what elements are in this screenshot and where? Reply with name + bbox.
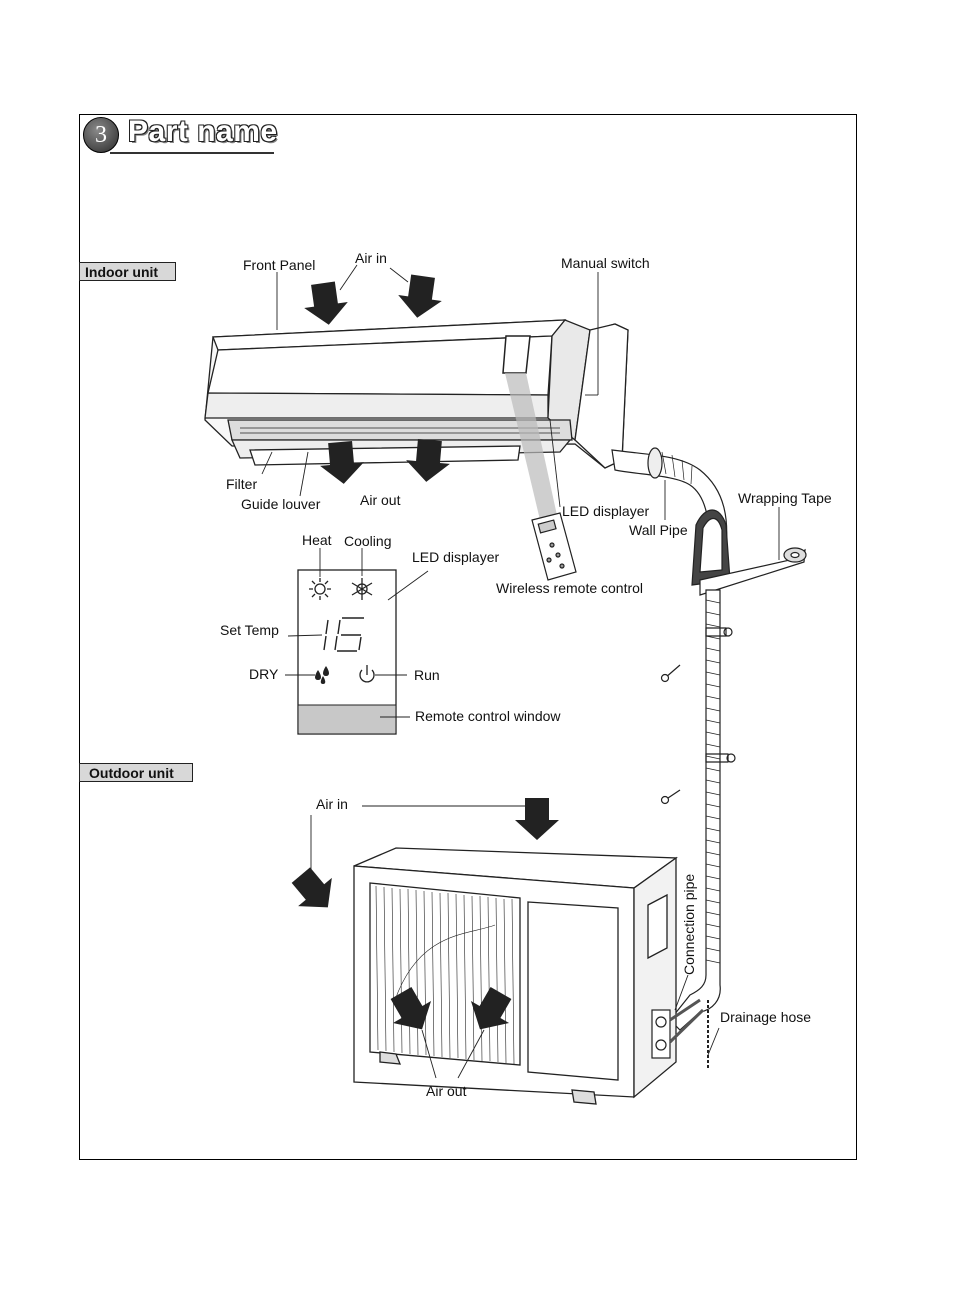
outdoor-leader-lines — [310, 805, 720, 1079]
connection-hose — [669, 589, 736, 1070]
label-led-displayer-unit: LED displayer — [562, 503, 650, 519]
label-wireless-remote: Wireless remote control — [496, 580, 644, 596]
indoor-unit-tag: Indoor unit — [79, 262, 176, 281]
temperature-digits — [323, 617, 364, 652]
remote-beam — [505, 373, 558, 520]
label-drainage-hose: Drainage hose — [720, 1009, 812, 1025]
label-led-displayer-panel: LED displayer — [412, 549, 500, 565]
outdoor-grille — [375, 885, 515, 1065]
run-power-icon — [359, 665, 375, 683]
indoor-air-in-arrow-left — [301, 280, 351, 328]
outdoor-air-in-arrow-side — [284, 861, 345, 922]
heat-icon — [309, 578, 331, 600]
label-wall-pipe: Wall Pipe — [629, 522, 688, 538]
label-front-panel: Front Panel — [243, 257, 316, 273]
label-outdoor-air-in: Air in — [316, 796, 348, 812]
label-filter: Filter — [226, 476, 258, 492]
label-guide-louver: Guide louver — [241, 496, 321, 512]
label-indoor-air-out: Air out — [360, 492, 401, 508]
indoor-air-in-arrow-right — [395, 273, 445, 321]
screw-icon — [660, 664, 681, 805]
led-display-panel — [297, 569, 397, 735]
label-heat: Heat — [302, 532, 332, 548]
label-cooling: Cooling — [344, 533, 392, 549]
label-manual-switch: Manual switch — [561, 255, 650, 271]
cooling-icon — [351, 578, 373, 600]
label-run: Run — [414, 667, 440, 683]
panel-leader-lines — [285, 548, 429, 718]
label-indoor-air-in: Air in — [355, 250, 387, 266]
wrapping-tape — [699, 547, 807, 596]
dry-icon — [315, 666, 329, 684]
outdoor-unit-tag: Outdoor unit — [79, 763, 193, 782]
label-dry: DRY — [249, 666, 279, 682]
indoor-unit-body — [204, 319, 629, 469]
outdoor-air-in-arrow-top — [515, 798, 559, 840]
label-connection-pipe: Connection pipe — [681, 873, 697, 975]
indoor-leader-lines — [261, 264, 780, 560]
wireless-remote-icon — [531, 512, 577, 581]
label-set-temp: Set Temp — [220, 622, 279, 638]
label-outdoor-air-out: Air out — [426, 1083, 467, 1099]
title-underline — [110, 152, 274, 154]
wall-sleeve — [691, 509, 731, 586]
label-remote-window: Remote control window — [415, 708, 561, 724]
page-frame — [79, 114, 857, 1160]
outdoor-valves — [651, 998, 705, 1059]
outdoor-unit-body — [353, 847, 678, 1105]
label-wrapping-tape: Wrapping Tape — [738, 490, 832, 506]
page-title: Part name — [128, 115, 278, 148]
section-number-badge: 3 — [83, 117, 119, 153]
